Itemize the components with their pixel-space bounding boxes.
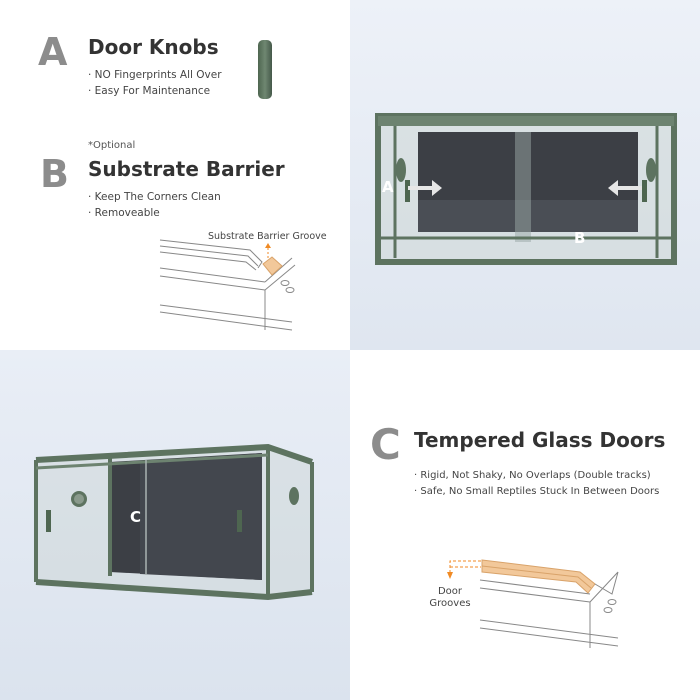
enclosure-illustration (375, 113, 677, 265)
enclosure-illustration-angled (34, 443, 314, 601)
optional-note: *Optional (88, 140, 136, 151)
door-grooves-diagram (447, 559, 619, 648)
section-a-title: Door Knobs (88, 35, 219, 59)
label-c: C (130, 508, 142, 526)
section-c-letter: C (370, 420, 401, 469)
section-c-bullet: · Safe, No Small Reptiles Stuck In Betwe… (414, 486, 660, 497)
substrate-groove-diagram (159, 239, 296, 331)
section-b-bullet: · Removeable (88, 207, 160, 219)
door-knob-image (258, 40, 272, 99)
enclosure-photo-bottom: C (0, 350, 350, 700)
label-b: B (574, 229, 586, 247)
section-a-bullet: · NO Fingerprints All Over (88, 69, 222, 81)
section-b-letter: B (40, 152, 69, 196)
label-a: A (382, 178, 394, 196)
section-c-title: Tempered Glass Doors (414, 428, 666, 452)
section-a-letter: A (38, 30, 68, 74)
section-c-bullet: · Rigid, Not Shaky, No Overlaps (Double … (414, 470, 651, 481)
door-label: Door (437, 586, 463, 597)
section-b-title: Substrate Barrier (88, 157, 285, 181)
section-a-bullet: · Easy For Maintenance (88, 85, 211, 97)
section-b-bullet: · Keep The Corners Clean (88, 191, 221, 203)
door-knobs-substrate-panel: A Door Knobs · NO Fingerprints All Over … (0, 0, 350, 350)
enclosure-photo-top: A B (350, 0, 700, 350)
substrate-groove-label: Substrate Barrier Groove (208, 231, 327, 242)
tempered-glass-panel: C Tempered Glass Doors · Rigid, Not Shak… (350, 350, 700, 700)
grooves-label: Grooves (429, 598, 471, 609)
